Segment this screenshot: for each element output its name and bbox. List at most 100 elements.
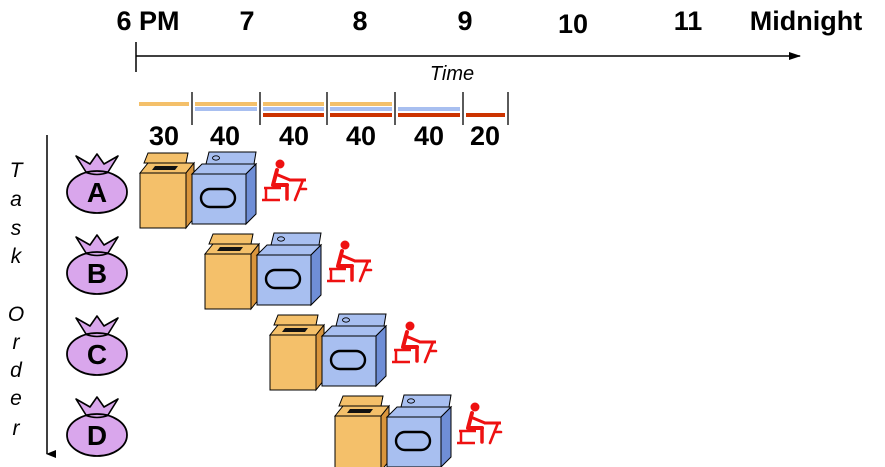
washer-icon	[333, 395, 391, 467]
person-arm	[276, 173, 292, 182]
dryer-icon	[255, 232, 323, 307]
washer-icon	[138, 152, 196, 230]
washer-lid-opening	[152, 166, 178, 170]
table-leg	[423, 340, 438, 364]
person-head	[405, 321, 415, 331]
table-leg	[488, 421, 503, 445]
washer-front	[269, 334, 317, 391]
duration-label-6: 20	[470, 121, 500, 151]
stage-bars	[139, 92, 509, 125]
task-order-letter-1: T	[10, 159, 25, 182]
person-body	[271, 168, 289, 187]
bag-body	[66, 251, 128, 295]
dryer-knob	[407, 398, 415, 404]
task-label-d: D	[87, 420, 107, 451]
washer-front	[334, 415, 382, 467]
dryer-icon	[320, 313, 388, 388]
washer-back-panel	[143, 152, 189, 164]
person-body	[466, 411, 484, 430]
washer-icon	[203, 233, 261, 311]
task-order-letter-7: r	[13, 331, 21, 354]
task-row-c: C	[66, 313, 438, 392]
washer-front	[204, 253, 252, 310]
person-head	[470, 402, 480, 412]
laundry-bag-icon	[66, 315, 128, 376]
washer-front	[139, 172, 187, 229]
dryer-icon	[385, 394, 453, 467]
folding-person-icon	[262, 159, 308, 202]
person-arm	[341, 254, 357, 263]
dryer-door	[394, 430, 432, 452]
task-order-letter-10: r	[13, 417, 21, 440]
dryer-door	[329, 349, 367, 371]
task-row-b: B	[66, 232, 373, 311]
dryer-front	[191, 173, 247, 225]
washer-back-panel	[338, 395, 384, 407]
folding-person-icon	[392, 321, 438, 364]
hour-label-10: 10	[558, 9, 588, 39]
person-arm	[406, 335, 422, 344]
bag-top	[75, 153, 119, 173]
washer-lid-opening	[217, 247, 243, 251]
hour-label-midnight: Midnight	[750, 6, 862, 36]
dryer-door	[264, 268, 302, 290]
task-order-letter-8: d	[10, 359, 23, 382]
task-label-b: B	[87, 258, 107, 289]
task-order-letter-3: s	[11, 217, 22, 240]
duration-label-2: 40	[210, 121, 240, 151]
stage-durations: 30 40 40 40 40 20	[149, 121, 500, 151]
duration-label-5: 40	[414, 121, 444, 151]
dryer-knob	[342, 317, 350, 323]
duration-label-3: 40	[279, 121, 309, 151]
person-head	[340, 240, 350, 250]
hour-label-7: 7	[239, 6, 254, 36]
dryer-control-panel	[270, 232, 322, 246]
bag-tie	[84, 171, 110, 176]
laundry-bag-icon	[66, 153, 128, 214]
dryer-top	[190, 163, 258, 175]
hour-label-6pm: 6 PM	[116, 6, 179, 36]
bag-top	[75, 396, 119, 416]
task-order-letter-2: a	[10, 188, 22, 211]
laundry-bag-icon	[66, 234, 128, 295]
person-body	[401, 330, 419, 349]
dryer-knob	[277, 236, 285, 242]
task-row-d: D	[66, 394, 503, 467]
table-leg	[358, 259, 373, 283]
dryer-side	[440, 405, 452, 467]
laundry-bag-icon	[66, 396, 128, 457]
task-row-a: A	[66, 151, 308, 230]
bag-body	[66, 413, 128, 457]
tasks: A B C D	[66, 151, 503, 467]
bag-tie	[84, 252, 110, 257]
hour-label-9: 9	[457, 6, 472, 36]
dryer-top	[320, 325, 388, 337]
washer-lid-opening	[347, 409, 373, 413]
dryer-top	[385, 406, 453, 418]
dryer-control-panel	[335, 313, 387, 327]
bag-tie	[84, 414, 110, 419]
dryer-side	[310, 243, 322, 307]
dryer-top	[255, 244, 323, 256]
hour-label-11: 11	[674, 6, 703, 36]
washer-back-panel	[273, 314, 319, 326]
task-label-c: C	[87, 339, 107, 370]
folding-person-icon	[457, 402, 503, 445]
dryer-icon	[190, 151, 258, 226]
bag-body	[66, 332, 128, 376]
folding-person-icon	[327, 240, 373, 283]
person-head	[275, 159, 285, 169]
task-order-letter-9: e	[10, 387, 22, 410]
bag-tie	[84, 333, 110, 338]
bag-body	[66, 170, 128, 214]
washer-back-panel	[208, 233, 254, 245]
washer-icon	[268, 314, 326, 392]
hour-label-8: 8	[352, 6, 367, 36]
washer-lid-opening	[282, 328, 308, 332]
table-leg	[293, 178, 308, 202]
dryer-control-panel	[205, 151, 257, 165]
task-order-letter-6: O	[8, 303, 24, 326]
person-arm	[471, 416, 487, 425]
task-label-a: A	[87, 177, 107, 208]
